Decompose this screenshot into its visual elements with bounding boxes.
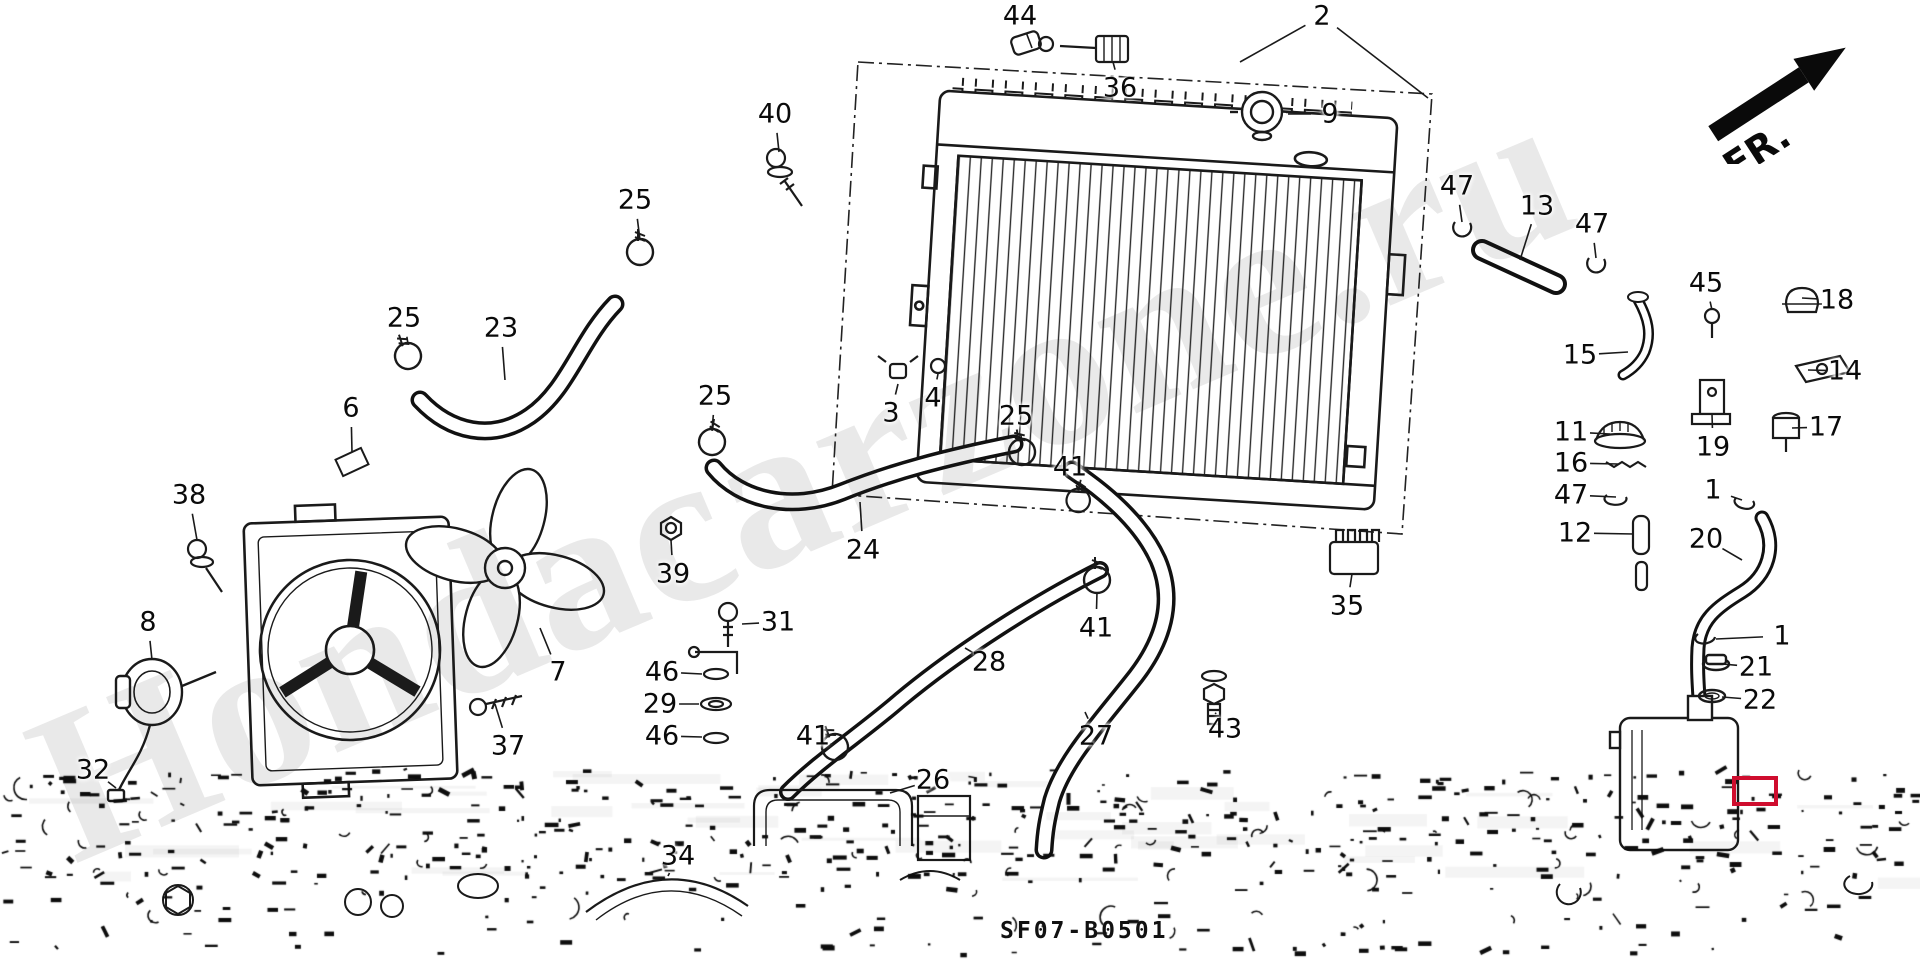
part-number-13[interactable]: 13 bbox=[1519, 190, 1555, 222]
part-number-24[interactable]: 24 bbox=[845, 534, 881, 566]
part-number-20[interactable]: 20 bbox=[1688, 523, 1724, 555]
part-number-46[interactable]: 46 bbox=[644, 720, 680, 752]
part-number-46[interactable]: 46 bbox=[644, 656, 680, 688]
clip-1-set bbox=[1694, 497, 1756, 645]
fr-arrow-icon bbox=[1708, 47, 1846, 142]
bolt-45 bbox=[1703, 307, 1721, 338]
part-number-23[interactable]: 23 bbox=[483, 312, 519, 344]
part-number-27[interactable]: 27 bbox=[1078, 720, 1114, 752]
part-number-12[interactable]: 12 bbox=[1557, 517, 1593, 549]
part-number-28[interactable]: 28 bbox=[971, 646, 1007, 678]
part-number-3[interactable]: 3 bbox=[882, 397, 900, 429]
cooling-fan bbox=[404, 467, 606, 669]
tube-12 bbox=[1631, 514, 1651, 592]
part-number-25[interactable]: 25 bbox=[998, 400, 1034, 432]
part-number-34[interactable]: 34 bbox=[660, 840, 696, 872]
part-number-11[interactable]: 11 bbox=[1553, 416, 1589, 448]
part-number-44[interactable]: 44 bbox=[1002, 0, 1038, 32]
joint-and-washers bbox=[687, 601, 739, 745]
part-number-22[interactable]: 22 bbox=[1742, 684, 1778, 716]
part-number-25[interactable]: 25 bbox=[697, 380, 733, 412]
part-number-25[interactable]: 25 bbox=[617, 184, 653, 216]
part-number-32[interactable]: 32 bbox=[75, 754, 111, 786]
part-number-2[interactable]: 2 bbox=[1313, 0, 1331, 32]
part-number-47[interactable]: 47 bbox=[1439, 170, 1475, 202]
part-number-19[interactable]: 19 bbox=[1695, 431, 1731, 463]
part-number-31[interactable]: 31 bbox=[760, 606, 796, 638]
radiator-cushion bbox=[334, 446, 370, 478]
scan-noise-band bbox=[0, 757, 1920, 959]
part-number-47[interactable]: 47 bbox=[1553, 479, 1589, 511]
part-number-35[interactable]: 35 bbox=[1329, 590, 1365, 622]
part-number-45[interactable]: 45 bbox=[1688, 267, 1724, 299]
part-number-17[interactable]: 17 bbox=[1808, 411, 1844, 443]
bolt-40 bbox=[765, 147, 803, 207]
highlighted-part-box[interactable] bbox=[1732, 776, 1778, 806]
water-hose-23 bbox=[410, 294, 625, 441]
part-number-6[interactable]: 6 bbox=[342, 392, 360, 424]
radiator-cap bbox=[1230, 90, 1294, 142]
stay-14 bbox=[1794, 354, 1852, 384]
part-number-1[interactable]: 1 bbox=[1704, 474, 1722, 506]
part-number-4[interactable]: 4 bbox=[924, 382, 942, 414]
part-number-41[interactable]: 41 bbox=[1052, 451, 1088, 483]
part-number-38[interactable]: 38 bbox=[171, 479, 207, 511]
cap-18 bbox=[1782, 286, 1822, 314]
diagram-code: SF07-B0501 bbox=[1000, 918, 1169, 944]
fan-shroud bbox=[242, 503, 459, 800]
part-number-18[interactable]: 18 bbox=[1819, 284, 1855, 316]
part-number-21[interactable]: 21 bbox=[1738, 651, 1774, 683]
thermo-switch-43 bbox=[1200, 669, 1228, 726]
part-number-40[interactable]: 40 bbox=[757, 98, 793, 130]
part-number-37[interactable]: 37 bbox=[490, 730, 526, 762]
fr-direction-indicator: FR. bbox=[1662, 14, 1912, 188]
part-number-39[interactable]: 39 bbox=[655, 558, 691, 590]
bracket-19 bbox=[1690, 378, 1732, 426]
part-number-1[interactable]: 1 bbox=[1773, 620, 1791, 652]
part-number-25[interactable]: 25 bbox=[386, 302, 422, 334]
part-number-29[interactable]: 29 bbox=[642, 688, 678, 720]
bolt-37 bbox=[468, 694, 523, 717]
part-number-41[interactable]: 41 bbox=[1078, 612, 1114, 644]
part-number-16[interactable]: 16 bbox=[1553, 447, 1589, 479]
part-number-9[interactable]: 9 bbox=[1321, 98, 1339, 130]
part-number-26[interactable]: 26 bbox=[915, 764, 951, 796]
drain-plug bbox=[877, 355, 947, 380]
o-ring-47-set bbox=[1452, 221, 1628, 506]
joint-cap-11 bbox=[1593, 420, 1647, 450]
part-number-36[interactable]: 36 bbox=[1102, 72, 1138, 104]
wire-holder-35 bbox=[1328, 528, 1381, 576]
part-number-8[interactable]: 8 bbox=[139, 606, 157, 638]
radiator-assembly-boundary bbox=[831, 61, 1433, 535]
part-number-14[interactable]: 14 bbox=[1827, 355, 1863, 387]
part-number-15[interactable]: 15 bbox=[1562, 339, 1598, 371]
valve-17 bbox=[1771, 411, 1801, 452]
water-hose-24 bbox=[704, 434, 1024, 512]
filler-pipe-15 bbox=[1617, 291, 1654, 381]
part-number-47[interactable]: 47 bbox=[1574, 208, 1610, 240]
upper-hose-13 bbox=[1471, 239, 1567, 295]
part-number-41[interactable]: 41 bbox=[795, 720, 831, 752]
clip-16 bbox=[1605, 460, 1647, 469]
part-number-7[interactable]: 7 bbox=[549, 656, 567, 688]
thermo-sensor bbox=[1010, 30, 1130, 64]
reserve-tank-hose bbox=[1690, 510, 1778, 706]
part-number-43[interactable]: 43 bbox=[1207, 713, 1243, 745]
